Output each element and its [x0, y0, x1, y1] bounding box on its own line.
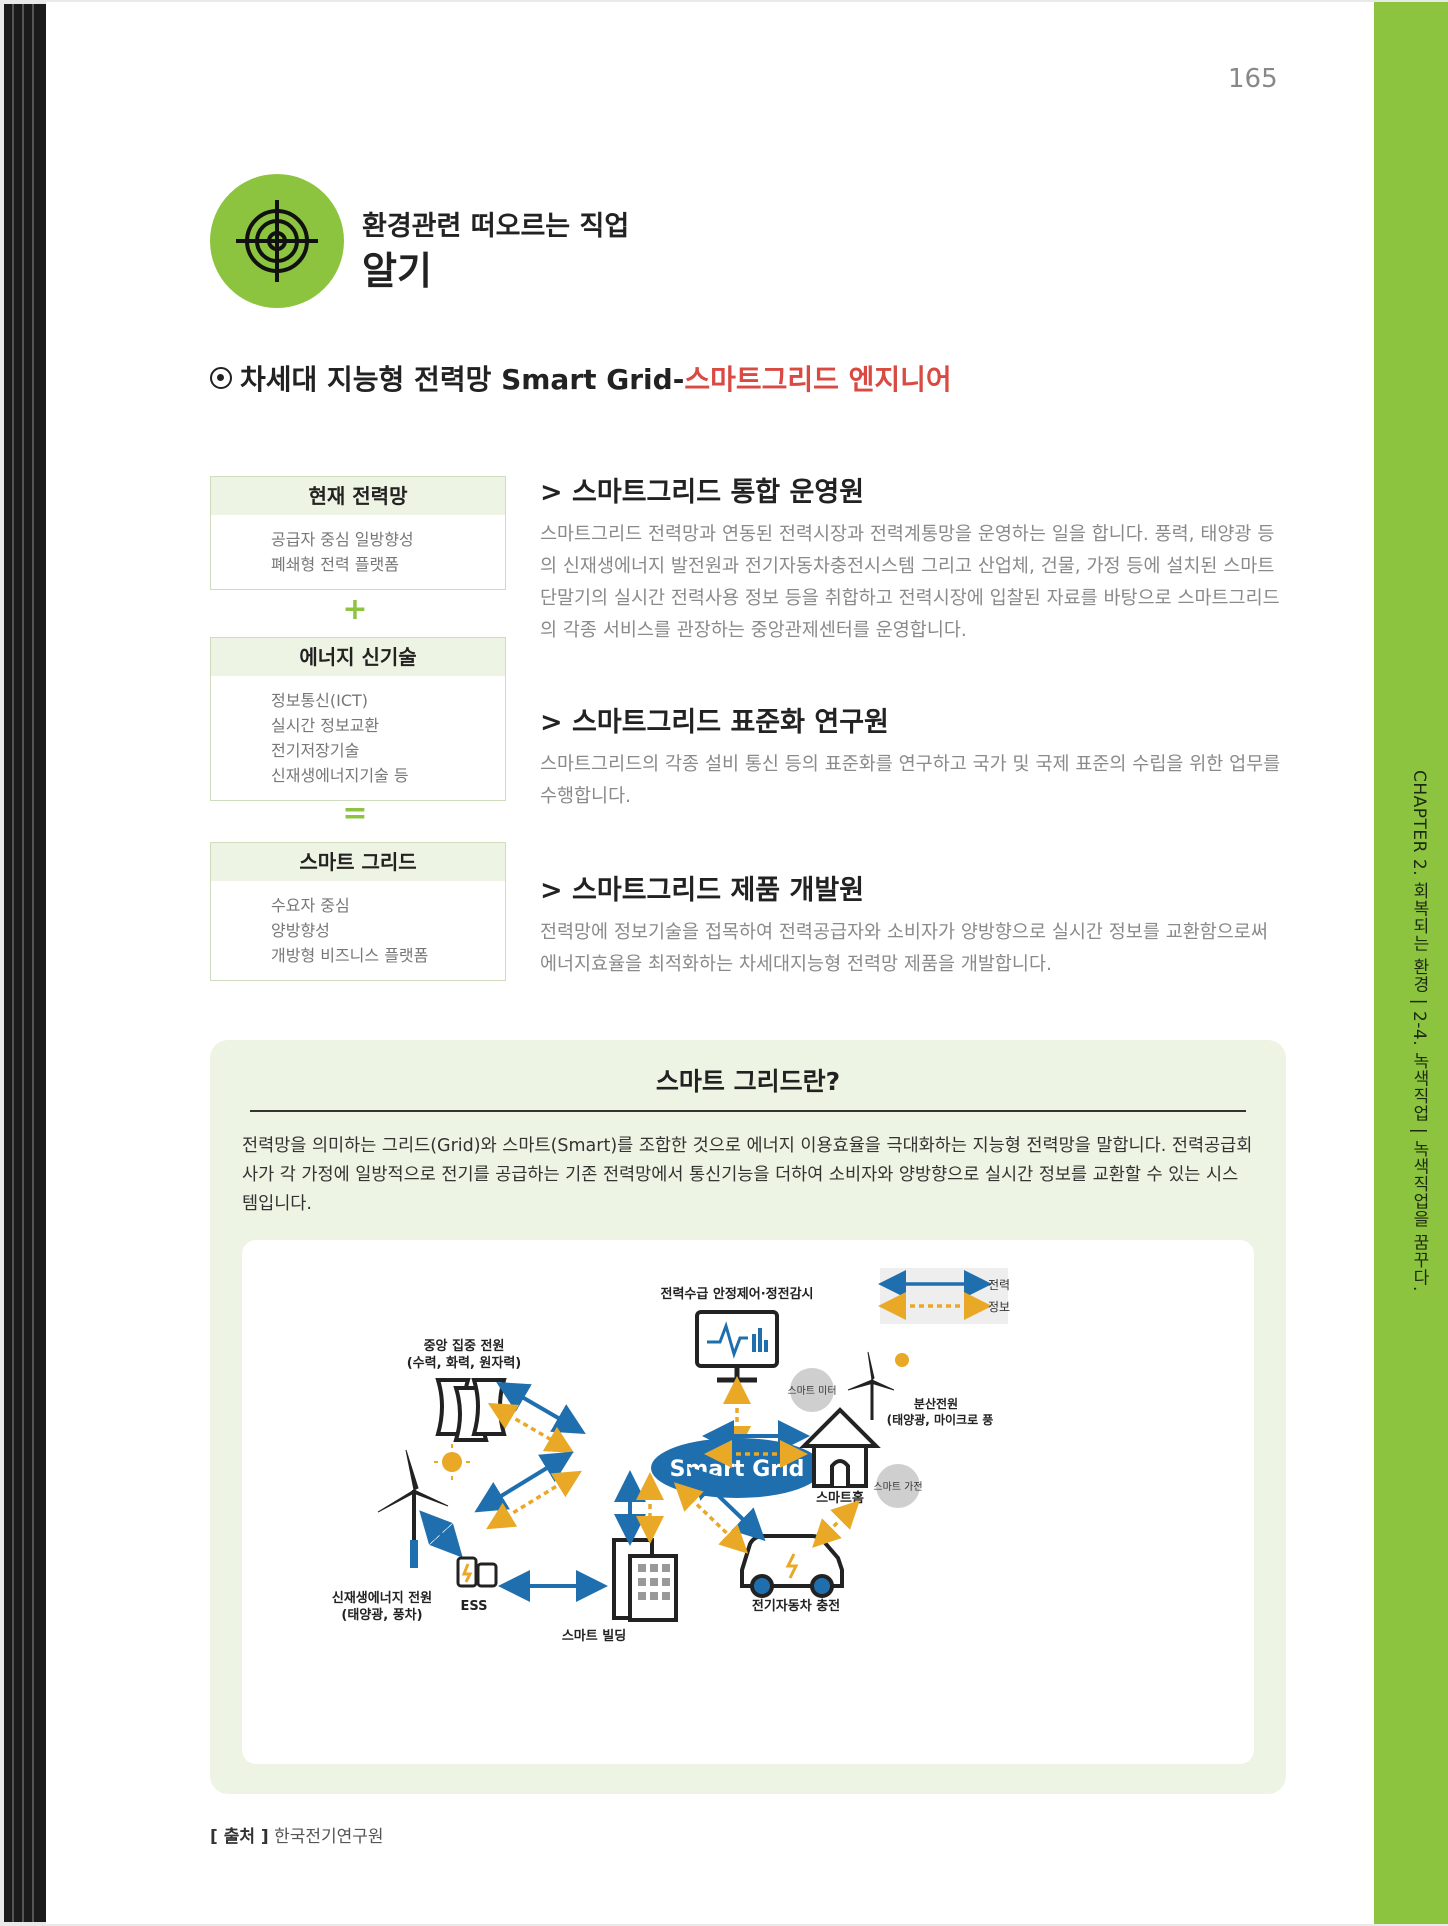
sun-icon: [434, 1444, 470, 1480]
panel-divider: [250, 1110, 1246, 1112]
job-standards: > 스마트그리드 표준화 연구원 스마트그리드의 각종 설비 통신 등의 표준화…: [540, 700, 1290, 813]
distributed-sun-icon: [895, 1353, 909, 1367]
smart-appliance-bubble: [876, 1464, 920, 1508]
box-title: 스마트 그리드: [211, 843, 505, 881]
box-smart-grid: 스마트 그리드 수요자 중심 양방향성 개방형 비즈니스 플랫폼: [210, 842, 506, 981]
box-line: 수요자 중심: [271, 896, 350, 915]
renewable-label: 신재생에너지 전원: [332, 1590, 432, 1606]
renewable-sub: (태양광, 풍차): [341, 1607, 422, 1623]
smart-grid-diagram: 전력 정보 전력수급 안정제어·정전감시 Smart Grid: [242, 1240, 1254, 1764]
distributed-sub: (태양광, 마이크로 풍: [887, 1412, 994, 1427]
diagram-svg: 전력 정보 전력수급 안정제어·정전감시 Smart Grid: [332, 1268, 1010, 1644]
center-label: Smart Grid: [670, 1457, 805, 1482]
job-operator: > 스마트그리드 통합 운영원 스마트그리드 전력망과 연동된 전력시장과 전력…: [540, 470, 1290, 647]
panel-title: 스마트 그리드란?: [655, 1067, 841, 1096]
box-line: 개방형 비즈니스 플랫폼: [271, 946, 429, 965]
box-line: 공급자 중심 일방향성: [271, 530, 414, 549]
bullet-circle-icon: [210, 367, 232, 389]
building-label: 스마트 빌딩: [562, 1628, 626, 1644]
page-number: 165: [1228, 64, 1278, 94]
central-power-label: 중앙 집중 전원: [424, 1338, 505, 1354]
box-title: 현재 전력망: [211, 477, 505, 515]
side-tab-text: CHAPTER 2. 회복되는 환경 | 2-4. 녹색직업 | 녹색직업을 꿈…: [1409, 770, 1429, 1292]
box-line: 양방향성: [271, 921, 330, 940]
subtitle-highlight: 스마트그리드 엔지니어: [684, 363, 952, 396]
smart-meter-label: 스마트 미터: [787, 1385, 836, 1397]
source: [ 출처 ] 한국전기연구원: [210, 1822, 384, 1847]
home-label: 스마트홈: [816, 1490, 864, 1506]
monitor-label: 전력수급 안정제어·정전감시: [661, 1286, 814, 1302]
subtitle: 차세대 지능형 전력망 Smart Grid-스마트그리드 엔지니어: [210, 358, 952, 398]
job-title: > 스마트그리드 통합 운영원: [540, 477, 865, 508]
target-icon: [236, 200, 318, 282]
distributed-wind-icon: [847, 1351, 895, 1420]
legend-box: [880, 1268, 1008, 1324]
ess-label: ESS: [460, 1599, 487, 1614]
legend-power-label: 전력: [988, 1278, 1010, 1292]
side-tab: [1374, 2, 1448, 1924]
header-title-line1: 환경관련 떠오르는 직업: [362, 211, 630, 242]
info-panel: 스마트 그리드란? 전력망을 의미하는 그리드(Grid)와 스마트(Smart…: [210, 1040, 1286, 1794]
job-desc: 스마트그리드의 각종 설비 통신 등의 표준화를 연구하고 국가 및 국제 표준…: [540, 754, 1281, 807]
source-value: 한국전기연구원: [274, 1827, 384, 1847]
job-title: > 스마트그리드 표준화 연구원: [540, 707, 889, 738]
smart-meter-bubble: [790, 1368, 834, 1412]
box-line: 정보통신(ICT): [271, 691, 369, 710]
job-product-dev: > 스마트그리드 제품 개발원 전력망에 정보기술을 접목하여 전력공급자와 소…: [540, 868, 1290, 981]
wind-turbine-icon: [377, 1449, 449, 1568]
legend-info-label: 정보: [988, 1300, 1010, 1314]
box-current-grid: 현재 전력망 공급자 중심 일방향성 폐쇄형 전력 플랫폼: [210, 476, 506, 590]
box-line: 신재생에너지기술 등: [271, 766, 409, 785]
power-plant-icon: [435, 1378, 507, 1442]
plus-operator: +: [342, 592, 368, 627]
box-title: 에너지 신기술: [211, 638, 505, 676]
ev-car-icon: [740, 1534, 844, 1598]
book-edge: [4, 4, 46, 1922]
box-new-tech: 에너지 신기술 정보통신(ICT) 실시간 정보교환 전기저장기술 신재생에너지…: [210, 637, 506, 801]
home-icon: [799, 1407, 881, 1488]
job-title: > 스마트그리드 제품 개발원: [540, 875, 865, 906]
ess-battery-icon: [456, 1556, 498, 1588]
smart-appliance-label: 스마트 가전: [873, 1481, 922, 1493]
job-desc: 스마트그리드 전력망과 연동된 전력시장과 전력계통망을 운영하는 일을 합니다…: [540, 524, 1280, 641]
panel-text: 전력망을 의미하는 그리드(Grid)와 스마트(Smart)를 조합한 것으로…: [242, 1136, 1253, 1214]
box-line: 폐쇄형 전력 플랫폼: [271, 555, 399, 574]
job-desc: 전력망에 정보기술을 접목하여 전력공급자와 소비자가 양방향으로 실시간 정보…: [540, 922, 1268, 975]
building-icon: [612, 1538, 678, 1622]
monitor-icon: [695, 1310, 779, 1383]
subtitle-main: 차세대 지능형 전력망 Smart Grid-: [240, 363, 685, 396]
target-circle: [210, 174, 344, 308]
distributed-label: 분산전원: [914, 1396, 958, 1411]
equals-operator: =: [342, 796, 368, 831]
ev-label: 전기자동차 충전: [752, 1598, 840, 1614]
box-line: 전기저장기술: [271, 741, 360, 760]
box-line: 실시간 정보교환: [271, 716, 380, 735]
central-power-sub: (수력, 화력, 원자력): [407, 1355, 522, 1371]
header-title-line2: 알기: [362, 249, 432, 293]
source-label: [ 출처 ]: [210, 1827, 269, 1847]
